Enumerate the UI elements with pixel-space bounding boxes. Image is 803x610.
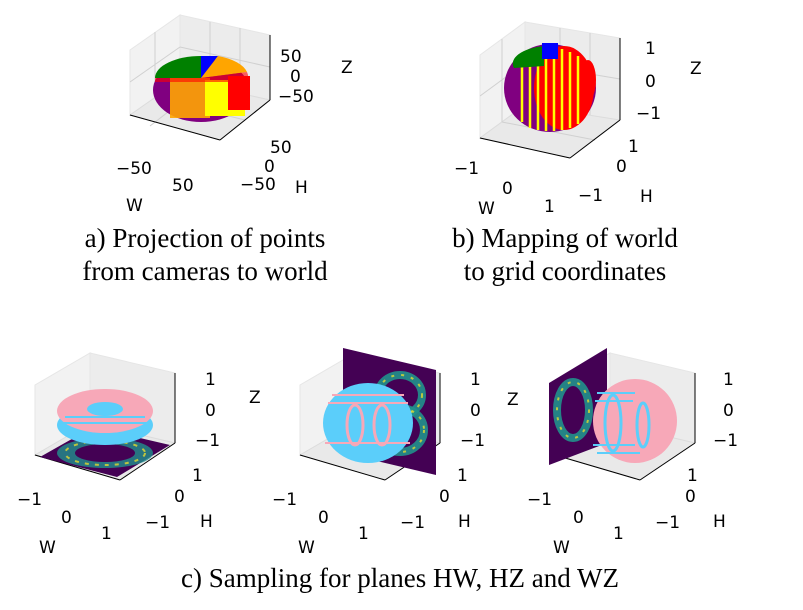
- tick-w-right: 1: [101, 524, 112, 544]
- caption-c-line1: c) Sampling for planes HW, HZ and WZ: [181, 563, 619, 593]
- tick-h-bottom: −1: [578, 186, 603, 206]
- caption-b: b) Mapping of world to grid coordinates: [400, 222, 730, 288]
- axis-w-line: [554, 454, 641, 481]
- caption-a: a) Projection of points from cameras to …: [40, 222, 370, 288]
- axis-h-label: H: [200, 512, 213, 532]
- tick-h-mid: 0: [616, 157, 627, 177]
- tick-h-bottom: −50: [240, 175, 276, 195]
- caption-a-line1: a) Projection of points: [84, 223, 326, 253]
- axis-w-line: [129, 114, 221, 141]
- tick-h-top: 50: [270, 138, 292, 158]
- tick-h-mid: 0: [685, 487, 696, 507]
- panel-c1-plot: 1 0 −1 Z 1 0 −1 H −1 0 1 W: [5, 345, 270, 558]
- axis-z-label: Z: [249, 388, 261, 408]
- tick-w-mid: 0: [318, 508, 329, 528]
- tick-z-top: 1: [205, 370, 216, 390]
- axis-h-label: H: [713, 512, 726, 532]
- tick-z-top: 50: [280, 47, 302, 67]
- tick-h-mid: 0: [439, 487, 450, 507]
- torus-points: [323, 383, 413, 463]
- caption-c: c) Sampling for planes HW, HZ and WZ: [40, 562, 760, 595]
- tick-w-mid: 0: [573, 508, 584, 528]
- caption-a-line2: from cameras to world: [82, 256, 328, 286]
- tick-z-mid: 0: [290, 67, 301, 87]
- panel-b-plot: 1 0 −1 Z 1 0 −1 H −1 0 1 W: [440, 10, 740, 219]
- axis-h-label: H: [640, 187, 653, 207]
- tick-z-mid: 0: [470, 401, 481, 421]
- axis-w-line: [479, 137, 571, 159]
- tick-w-left: −1: [17, 490, 42, 510]
- tick-h-bottom: −1: [145, 513, 170, 533]
- tick-h-mid: 0: [264, 157, 275, 177]
- tick-z-mid: 0: [645, 72, 656, 92]
- tick-h-bottom: −1: [400, 513, 425, 533]
- tick-h-mid: 0: [174, 487, 185, 507]
- tick-z-bottom: −1: [713, 431, 738, 451]
- tick-z-bottom: −1: [195, 431, 220, 451]
- tick-z-bottom: −50: [278, 87, 314, 107]
- panel-c2-plot: 1 0 −1 1 0 −1 H −1 0 1 W: [270, 345, 535, 558]
- axis-w-label: W: [39, 538, 56, 558]
- tick-z-bottom: −1: [460, 431, 485, 451]
- tick-w-left: −1: [454, 159, 479, 179]
- caption-b-line2: to grid coordinates: [463, 256, 667, 286]
- axis-w-label: W: [298, 538, 315, 558]
- caption-b-line1: b) Mapping of world: [452, 223, 678, 253]
- tick-w-mid: 0: [61, 508, 72, 528]
- tick-z-top: 1: [645, 39, 656, 59]
- axis-h-line: [569, 119, 621, 159]
- tick-h-top: 1: [192, 466, 203, 486]
- tick-z-mid: 0: [723, 401, 734, 421]
- tick-w-left: −1: [272, 490, 297, 510]
- tick-w-right: 1: [544, 197, 555, 217]
- tick-w-mid: 0: [502, 179, 513, 199]
- tick-w-right: 1: [613, 524, 624, 544]
- panel-c3-plot: Z 1 0 −1 1 0 −1 H −1 0 1 W: [507, 345, 800, 558]
- axis-h-line: [639, 442, 696, 481]
- tick-h-top: 1: [687, 466, 698, 486]
- panel-a-plot: 50 0 −50 Z 50 0 −50 H −50 50 W: [100, 10, 400, 216]
- axis-w-label: W: [126, 196, 143, 216]
- axis-z-label: Z: [690, 59, 702, 79]
- axis-w-label: W: [553, 538, 570, 558]
- torus-points: [593, 379, 677, 463]
- tick-w-right: 50: [172, 176, 194, 196]
- axis-h-label: H: [458, 512, 471, 532]
- tick-w-left: −1: [527, 490, 552, 510]
- torus-points: [57, 389, 153, 445]
- axis-h-line: [219, 99, 271, 141]
- axis-h-label: H: [295, 178, 308, 198]
- axis-h-line: [119, 442, 176, 481]
- axis-w-line: [299, 454, 386, 481]
- axis-z-label: Z: [341, 58, 353, 78]
- tick-z-top: 1: [723, 370, 734, 390]
- tick-z-top: 1: [470, 370, 481, 390]
- tick-h-top: 1: [628, 137, 639, 157]
- point-cloud: [504, 43, 596, 132]
- tick-z-mid: 0: [205, 401, 216, 421]
- point-cloud: [153, 56, 250, 122]
- tick-w-right: 1: [358, 524, 369, 544]
- axis-z-label: Z: [507, 390, 519, 410]
- tick-h-bottom: −1: [655, 513, 680, 533]
- tick-w-left: −50: [116, 159, 152, 179]
- axis-w-label: W: [478, 199, 495, 219]
- tick-h-top: 1: [457, 466, 468, 486]
- tick-z-bottom: −1: [636, 104, 661, 124]
